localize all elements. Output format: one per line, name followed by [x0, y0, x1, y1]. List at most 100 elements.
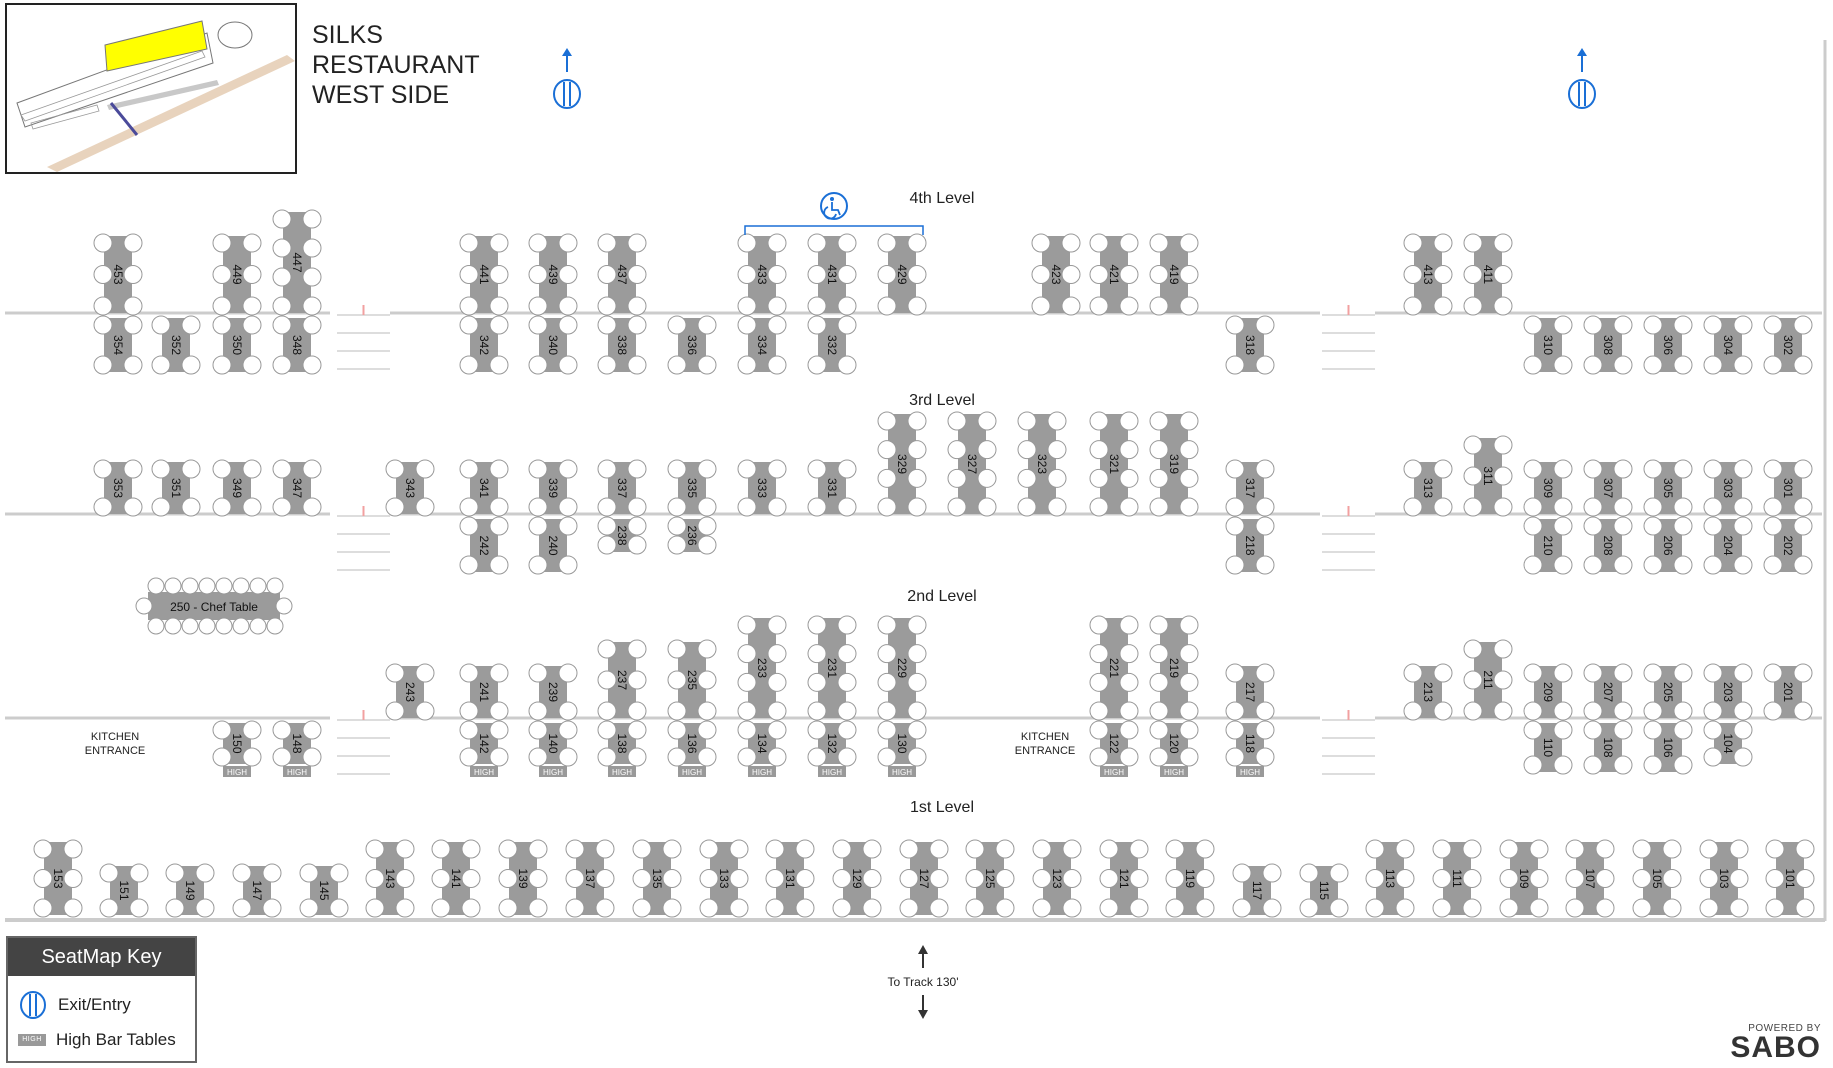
table-104[interactable]: 104 — [1703, 720, 1753, 767]
table-115[interactable]: 115 — [1299, 863, 1349, 918]
table-334[interactable]: 334 — [737, 315, 787, 375]
table-110[interactable]: 110 — [1523, 720, 1573, 775]
table-311[interactable]: 311 — [1463, 435, 1513, 517]
table-219[interactable]: 219 — [1149, 615, 1199, 721]
table-147[interactable]: 147 — [232, 863, 282, 918]
table-335[interactable]: 335 — [667, 459, 717, 517]
table-211[interactable]: 211 — [1463, 639, 1513, 721]
table-217[interactable]: 217 — [1225, 663, 1275, 721]
table-321[interactable]: 321 — [1089, 411, 1139, 517]
table-301[interactable]: 301 — [1763, 459, 1813, 517]
table-151[interactable]: 151 — [99, 863, 149, 918]
table-243[interactable]: 243 — [385, 663, 435, 721]
table-350[interactable]: 350 — [212, 315, 262, 375]
table-145[interactable]: 145 — [299, 863, 349, 918]
table-449[interactable]: 449 — [212, 233, 262, 316]
table-347[interactable]: 347 — [272, 459, 322, 517]
table-221[interactable]: 221 — [1089, 615, 1139, 721]
exit-entry-icon[interactable] — [1568, 79, 1596, 109]
table-317[interactable]: 317 — [1225, 459, 1275, 517]
table-141[interactable]: 141 — [431, 839, 481, 918]
table-319[interactable]: 319 — [1149, 411, 1199, 517]
table-348[interactable]: 348 — [272, 315, 322, 375]
table-209[interactable]: 209 — [1523, 663, 1573, 721]
table-106[interactable]: 106 — [1643, 720, 1693, 775]
table-333[interactable]: 333 — [737, 459, 787, 517]
table-419[interactable]: 419 — [1149, 233, 1199, 316]
table-210[interactable]: 210 — [1523, 516, 1573, 575]
table-107[interactable]: 107 — [1565, 839, 1615, 918]
table-352[interactable]: 352 — [151, 315, 201, 375]
table-238[interactable]: 238 — [597, 516, 647, 555]
table-439[interactable]: 439 — [528, 233, 578, 316]
table-447[interactable]: 447 — [272, 209, 322, 316]
table-239[interactable]: 239 — [528, 663, 578, 721]
table-117[interactable]: 117 — [1232, 863, 1282, 918]
table-135[interactable]: 135 — [632, 839, 682, 918]
table-111[interactable]: 111 — [1432, 839, 1482, 918]
table-303[interactable]: 303 — [1703, 459, 1753, 517]
table-127[interactable]: 127 — [899, 839, 949, 918]
table-103[interactable]: 103 — [1699, 839, 1749, 918]
table-308[interactable]: 308 — [1583, 315, 1633, 375]
table-218[interactable]: 218 — [1225, 516, 1275, 575]
table-336[interactable]: 336 — [667, 315, 717, 375]
table-201[interactable]: 201 — [1763, 663, 1813, 721]
table-433[interactable]: 433 — [737, 233, 787, 316]
table-236[interactable]: 236 — [667, 516, 717, 555]
table-423[interactable]: 423 — [1031, 233, 1081, 316]
table-413[interactable]: 413 — [1403, 233, 1453, 316]
table-213[interactable]: 213 — [1403, 663, 1453, 721]
table-241[interactable]: 241 — [459, 663, 509, 721]
table-337[interactable]: 337 — [597, 459, 647, 517]
table-302[interactable]: 302 — [1763, 315, 1813, 375]
table-153[interactable]: 153 — [33, 839, 83, 918]
table-340[interactable]: 340 — [528, 315, 578, 375]
table-101[interactable]: 101 — [1765, 839, 1815, 918]
table-338[interactable]: 338 — [597, 315, 647, 375]
table-229[interactable]: 229 — [877, 615, 927, 721]
table-123[interactable]: 123 — [1032, 839, 1082, 918]
table-205[interactable]: 205 — [1643, 663, 1693, 721]
table-143[interactable]: 143 — [365, 839, 415, 918]
table-108[interactable]: 108 — [1583, 720, 1633, 775]
table-113[interactable]: 113 — [1365, 839, 1415, 918]
table-431[interactable]: 431 — [807, 233, 857, 316]
table-313[interactable]: 313 — [1403, 459, 1453, 517]
table-429[interactable]: 429 — [877, 233, 927, 316]
table-349[interactable]: 349 — [212, 459, 262, 517]
table-137[interactable]: 137 — [565, 839, 615, 918]
table-304[interactable]: 304 — [1703, 315, 1753, 375]
exit-entry-icon[interactable] — [553, 79, 581, 109]
table-307[interactable]: 307 — [1583, 459, 1633, 517]
table-453[interactable]: 453 — [93, 233, 143, 316]
table-204[interactable]: 204 — [1703, 516, 1753, 575]
table-203[interactable]: 203 — [1703, 663, 1753, 721]
table-207[interactable]: 207 — [1583, 663, 1633, 721]
table-343[interactable]: 343 — [385, 459, 435, 517]
table-121[interactable]: 121 — [1099, 839, 1149, 918]
table-354[interactable]: 354 — [93, 315, 143, 375]
table-323[interactable]: 323 — [1017, 411, 1067, 517]
table-309[interactable]: 309 — [1523, 459, 1573, 517]
table-250-chef[interactable]: 250 - Chef Table — [135, 577, 293, 635]
table-437[interactable]: 437 — [597, 233, 647, 316]
table-329[interactable]: 329 — [877, 411, 927, 517]
table-441[interactable]: 441 — [459, 233, 509, 316]
table-342[interactable]: 342 — [459, 315, 509, 375]
table-133[interactable]: 133 — [699, 839, 749, 918]
table-339[interactable]: 339 — [528, 459, 578, 517]
table-306[interactable]: 306 — [1643, 315, 1693, 375]
table-327[interactable]: 327 — [947, 411, 997, 517]
table-318[interactable]: 318 — [1225, 315, 1275, 375]
table-149[interactable]: 149 — [165, 863, 215, 918]
table-332[interactable]: 332 — [807, 315, 857, 375]
